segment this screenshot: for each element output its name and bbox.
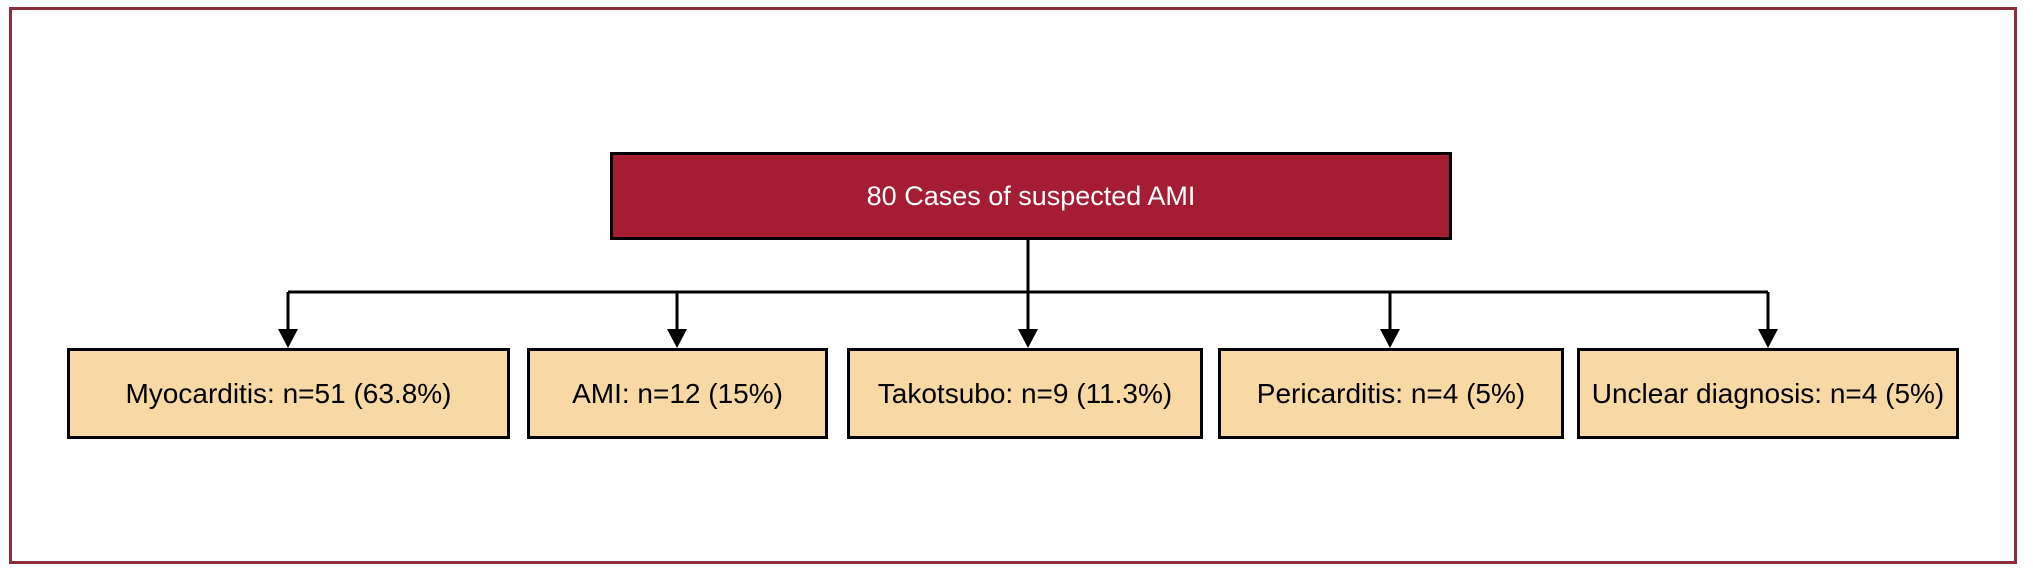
child-node-label: AMI: n=12 (15%) (572, 377, 783, 409)
child-node-takotsubo: Takotsubo: n=9 (11.3%) (847, 348, 1203, 439)
child-node-label: Takotsubo: n=9 (11.3%) (877, 377, 1173, 409)
child-node-label: Unclear diagnosis: n=4 (5%) (1591, 377, 1945, 409)
figure-border-frame (9, 7, 2017, 564)
child-node-ami: AMI: n=12 (15%) (527, 348, 828, 439)
child-node-label: Myocarditis: n=51 (63.8%) (125, 377, 452, 409)
child-node-label: Pericarditis: n=4 (5%) (1256, 377, 1526, 409)
root-node-suspected-ami: 80 Cases of suspected AMI (610, 152, 1452, 240)
child-node-myocarditis: Myocarditis: n=51 (63.8%) (67, 348, 510, 439)
child-node-pericarditis: Pericarditis: n=4 (5%) (1218, 348, 1564, 439)
root-node-label: 80 Cases of suspected AMI (866, 180, 1196, 211)
child-node-unclear-diagnosis: Unclear diagnosis: n=4 (5%) (1577, 348, 1959, 439)
